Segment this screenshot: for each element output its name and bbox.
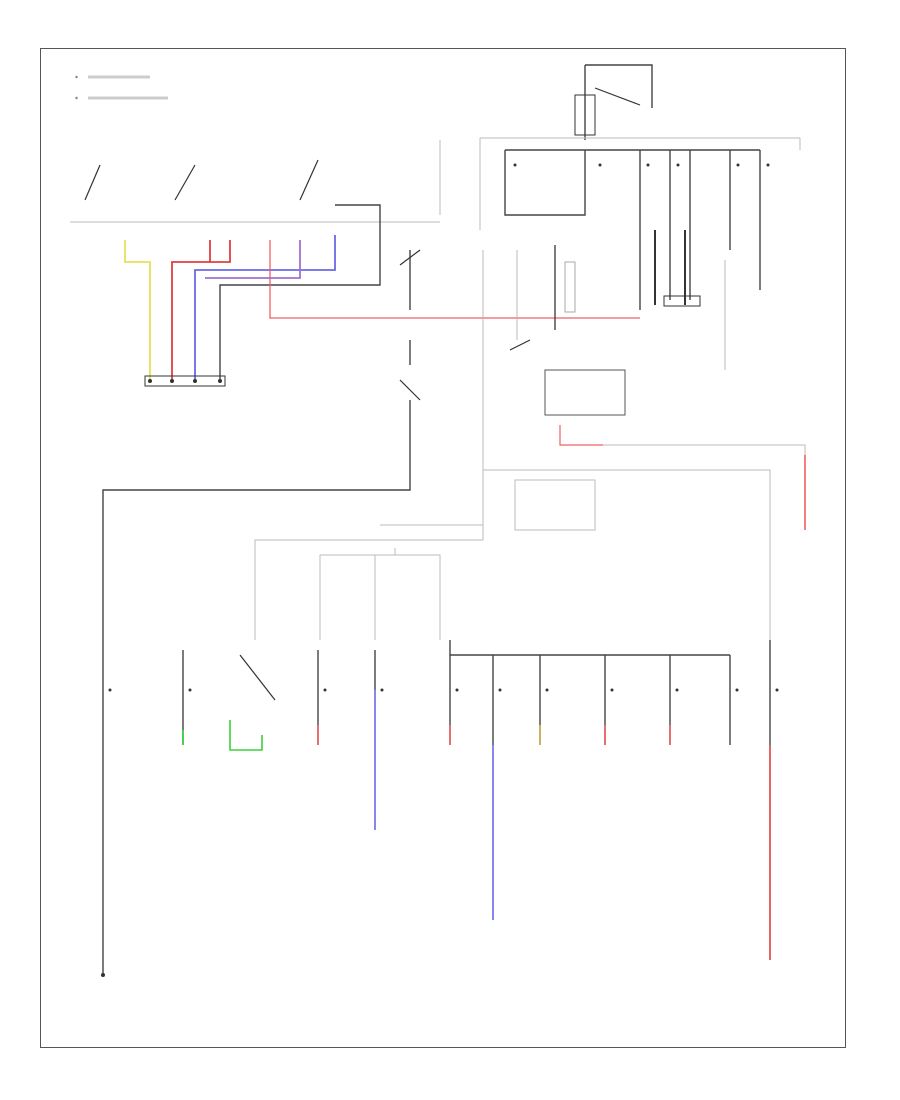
battery-switch <box>594 87 641 106</box>
fusible-link-box <box>254 469 771 640</box>
fuse-4 <box>676 163 680 167</box>
connector-bottom-left <box>144 375 226 387</box>
junction-block-box <box>544 369 626 416</box>
legend-marker-1: * <box>75 75 78 82</box>
ignition-switches <box>70 159 440 380</box>
connector-box <box>144 375 226 387</box>
lower-bus <box>449 640 730 656</box>
flb-mid-feed <box>320 554 441 640</box>
legend-marker-2: * <box>75 96 78 103</box>
relay-left-contact <box>399 379 421 401</box>
wire-violet <box>205 240 301 279</box>
fuse-6 <box>766 163 770 167</box>
junction-red-out <box>559 425 603 446</box>
junction-light-out <box>603 444 806 530</box>
top-bus <box>439 137 801 370</box>
main-relay-box <box>564 261 576 313</box>
lower-fuses <box>108 688 779 692</box>
wire-yellow <box>124 240 151 380</box>
fuse-loop <box>504 150 586 216</box>
fuse-bank <box>513 163 770 307</box>
flb-left-feed <box>254 470 484 640</box>
fuse-1 <box>513 163 517 167</box>
lower-switch <box>239 654 276 701</box>
relay-box <box>663 295 701 307</box>
wire-red <box>171 240 211 380</box>
ignition-switch-1 <box>84 164 101 201</box>
legend: * * <box>75 75 168 103</box>
relay-cluster <box>102 245 806 640</box>
wire-red-b <box>210 240 231 263</box>
ground-point <box>101 973 105 977</box>
relay-left-switch <box>399 249 421 266</box>
battery-box <box>574 94 596 136</box>
wire-blue <box>194 235 336 380</box>
battery-wire <box>585 64 653 108</box>
ignition-switch-3 <box>299 159 319 201</box>
center-switch <box>509 339 531 351</box>
battery <box>574 64 653 140</box>
switch-3-out <box>219 204 381 380</box>
ignition-switch-2 <box>174 164 196 201</box>
fuse-2 <box>598 163 602 167</box>
flb-bus <box>483 469 771 640</box>
fuse-3 <box>646 163 650 167</box>
wire-green-loop <box>229 720 263 751</box>
colored-wires <box>124 235 640 380</box>
wire-pink-long <box>269 240 640 319</box>
relay-left-output <box>102 400 411 640</box>
diagram-frame <box>40 48 846 1048</box>
fuse-5 <box>736 163 740 167</box>
flb-box <box>514 479 596 531</box>
lower-distribution <box>101 640 771 977</box>
